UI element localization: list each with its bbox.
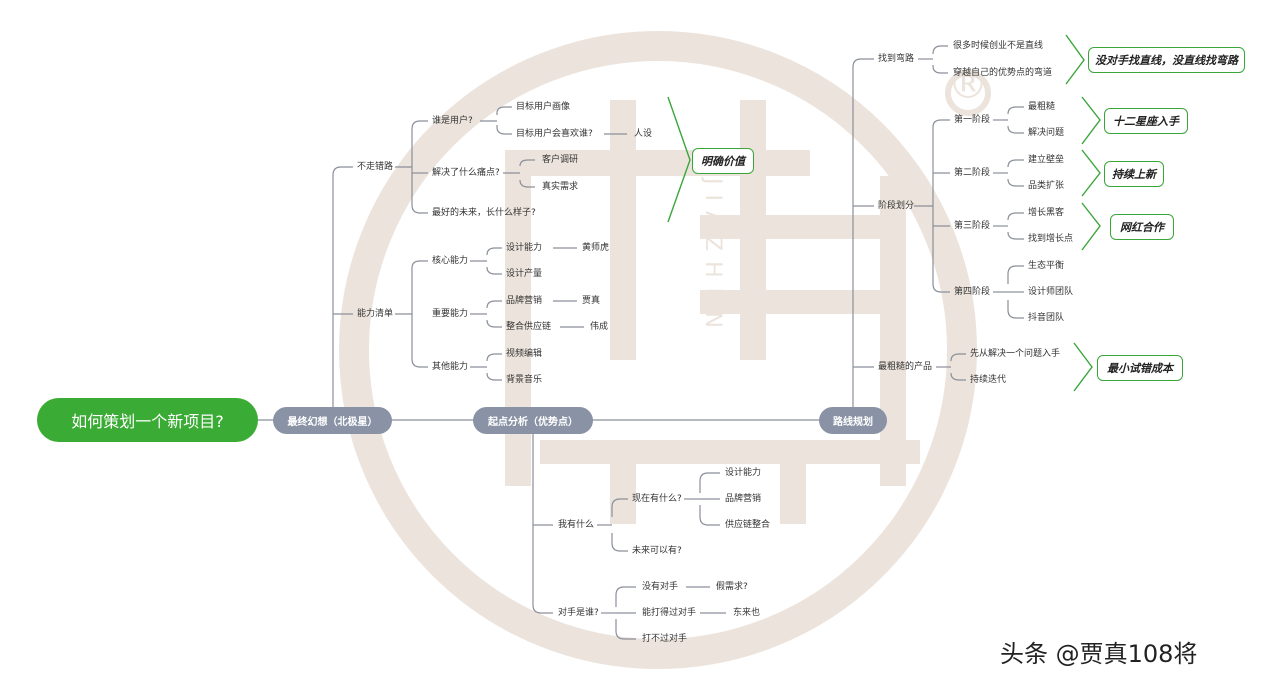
node-solve-one[interactable]: 先从解决一个问题入手 <box>970 349 1061 359</box>
node-designer-team[interactable]: 设计师团队 <box>1028 287 1074 297</box>
node-huang[interactable]: 黄师虎 <box>582 243 610 253</box>
node-grow-fans[interactable]: 增长黑客 <box>1028 208 1065 218</box>
summary-clear-value[interactable]: 明确价值 <box>692 148 754 174</box>
node-solve-problem[interactable]: 解决问题 <box>1028 128 1065 138</box>
node-what-i-have[interactable]: 我有什么 <box>558 520 595 530</box>
node-douyin-team[interactable]: 抖音团队 <box>1028 313 1065 323</box>
node-other-ability[interactable]: 其他能力 <box>432 362 469 372</box>
node-brand-marketing[interactable]: 品牌营销 <box>506 296 543 306</box>
node-weicheng[interactable]: 伟成 <box>590 322 609 332</box>
watermark-text: JIAZHEN <box>700 178 725 338</box>
node-stage1[interactable]: 第一阶段 <box>954 115 991 125</box>
node-rival-who[interactable]: 对手是谁? <box>558 608 599 618</box>
summary-stage1[interactable]: 十二星座入手 <box>1104 108 1188 134</box>
node-video-edit[interactable]: 视频编辑 <box>506 349 543 359</box>
node-a-design-ability[interactable]: 设计能力 <box>725 468 762 478</box>
root-node[interactable]: 如何策划一个新项目? <box>37 398 258 442</box>
node-who-users[interactable]: 谁是用户? <box>432 116 473 126</box>
node-a-supply-chain[interactable]: 供应链整合 <box>725 520 771 530</box>
node-no-detour[interactable]: 不走错路 <box>357 162 394 172</box>
node-stage2[interactable]: 第二阶段 <box>954 168 991 178</box>
node-a-brand-marketing[interactable]: 品牌营销 <box>725 494 762 504</box>
node-find-bend[interactable]: 找到弯路 <box>878 54 915 64</box>
node-not-straight[interactable]: 很多时候创业不是直线 <box>953 41 1044 51</box>
node-ability-list[interactable]: 能力清单 <box>357 309 394 319</box>
summary-stage2[interactable]: 持续上新 <box>1104 161 1164 187</box>
node-fake-need[interactable]: 假需求? <box>716 582 748 592</box>
node-design-ability[interactable]: 设计能力 <box>506 243 543 253</box>
node-target-portrait[interactable]: 目标用户画像 <box>516 102 571 112</box>
node-can-beat[interactable]: 能打得过对手 <box>642 608 697 618</box>
node-build-barrier[interactable]: 建立壁垒 <box>1028 155 1065 165</box>
node-important-ability[interactable]: 重要能力 <box>432 309 469 319</box>
summary-product[interactable]: 最小试错成本 <box>1097 355 1183 381</box>
node-dongla[interactable]: 东来也 <box>733 608 761 618</box>
node-stage3[interactable]: 第三阶段 <box>954 221 991 231</box>
node-jiazhen[interactable]: 贾真 <box>582 296 601 306</box>
analysis-node[interactable]: 起点分析（优势点） <box>473 407 593 434</box>
node-stage4[interactable]: 第四阶段 <box>954 287 991 297</box>
watermark-registered: ® <box>948 62 988 108</box>
node-stages[interactable]: 阶段划分 <box>878 201 915 211</box>
node-ecology[interactable]: 生态平衡 <box>1028 261 1065 271</box>
node-rough-product[interactable]: 最粗糙的产品 <box>878 362 933 372</box>
node-pain-point[interactable]: 解决了什么痛点? <box>432 168 500 178</box>
node-roughest[interactable]: 最粗糙 <box>1028 102 1056 112</box>
node-bg-music[interactable]: 背景音乐 <box>506 375 543 385</box>
node-supply-chain[interactable]: 整合供应链 <box>506 322 552 332</box>
node-design-output[interactable]: 设计产量 <box>506 269 543 279</box>
node-category-expand[interactable]: 品类扩张 <box>1028 181 1065 191</box>
node-best-future[interactable]: 最好的未来，长什么样子? <box>432 208 536 218</box>
node-persona[interactable]: 人设 <box>634 129 653 139</box>
node-cannot-beat[interactable]: 打不过对手 <box>642 634 688 644</box>
node-customer-research[interactable]: 客户调研 <box>542 155 579 165</box>
node-find-growth[interactable]: 找到增长点 <box>1028 234 1074 244</box>
summary-bend[interactable]: 没对手找直线，没直线找弯路 <box>1088 47 1245 73</box>
node-target-likes[interactable]: 目标用户会喜欢谁? <box>516 129 593 139</box>
node-core-ability[interactable]: 核心能力 <box>432 256 469 266</box>
node-iterate[interactable]: 持续迭代 <box>970 375 1007 385</box>
summary-stage3[interactable]: 网红合作 <box>1110 214 1174 240</box>
fantasy-node[interactable]: 最终幻想（北极星） <box>273 407 392 434</box>
node-no-rival[interactable]: 没有对手 <box>642 582 679 592</box>
node-cross-bend[interactable]: 穿越自己的优势点的弯道 <box>953 68 1053 78</box>
route-node[interactable]: 路线规划 <box>819 407 887 434</box>
footer-credit: 头条 @贾真108将 <box>1000 640 1198 668</box>
node-real-need[interactable]: 真实需求 <box>542 182 579 192</box>
node-future-have[interactable]: 未来可以有? <box>632 546 682 556</box>
node-have-now[interactable]: 现在有什么? <box>632 494 682 504</box>
